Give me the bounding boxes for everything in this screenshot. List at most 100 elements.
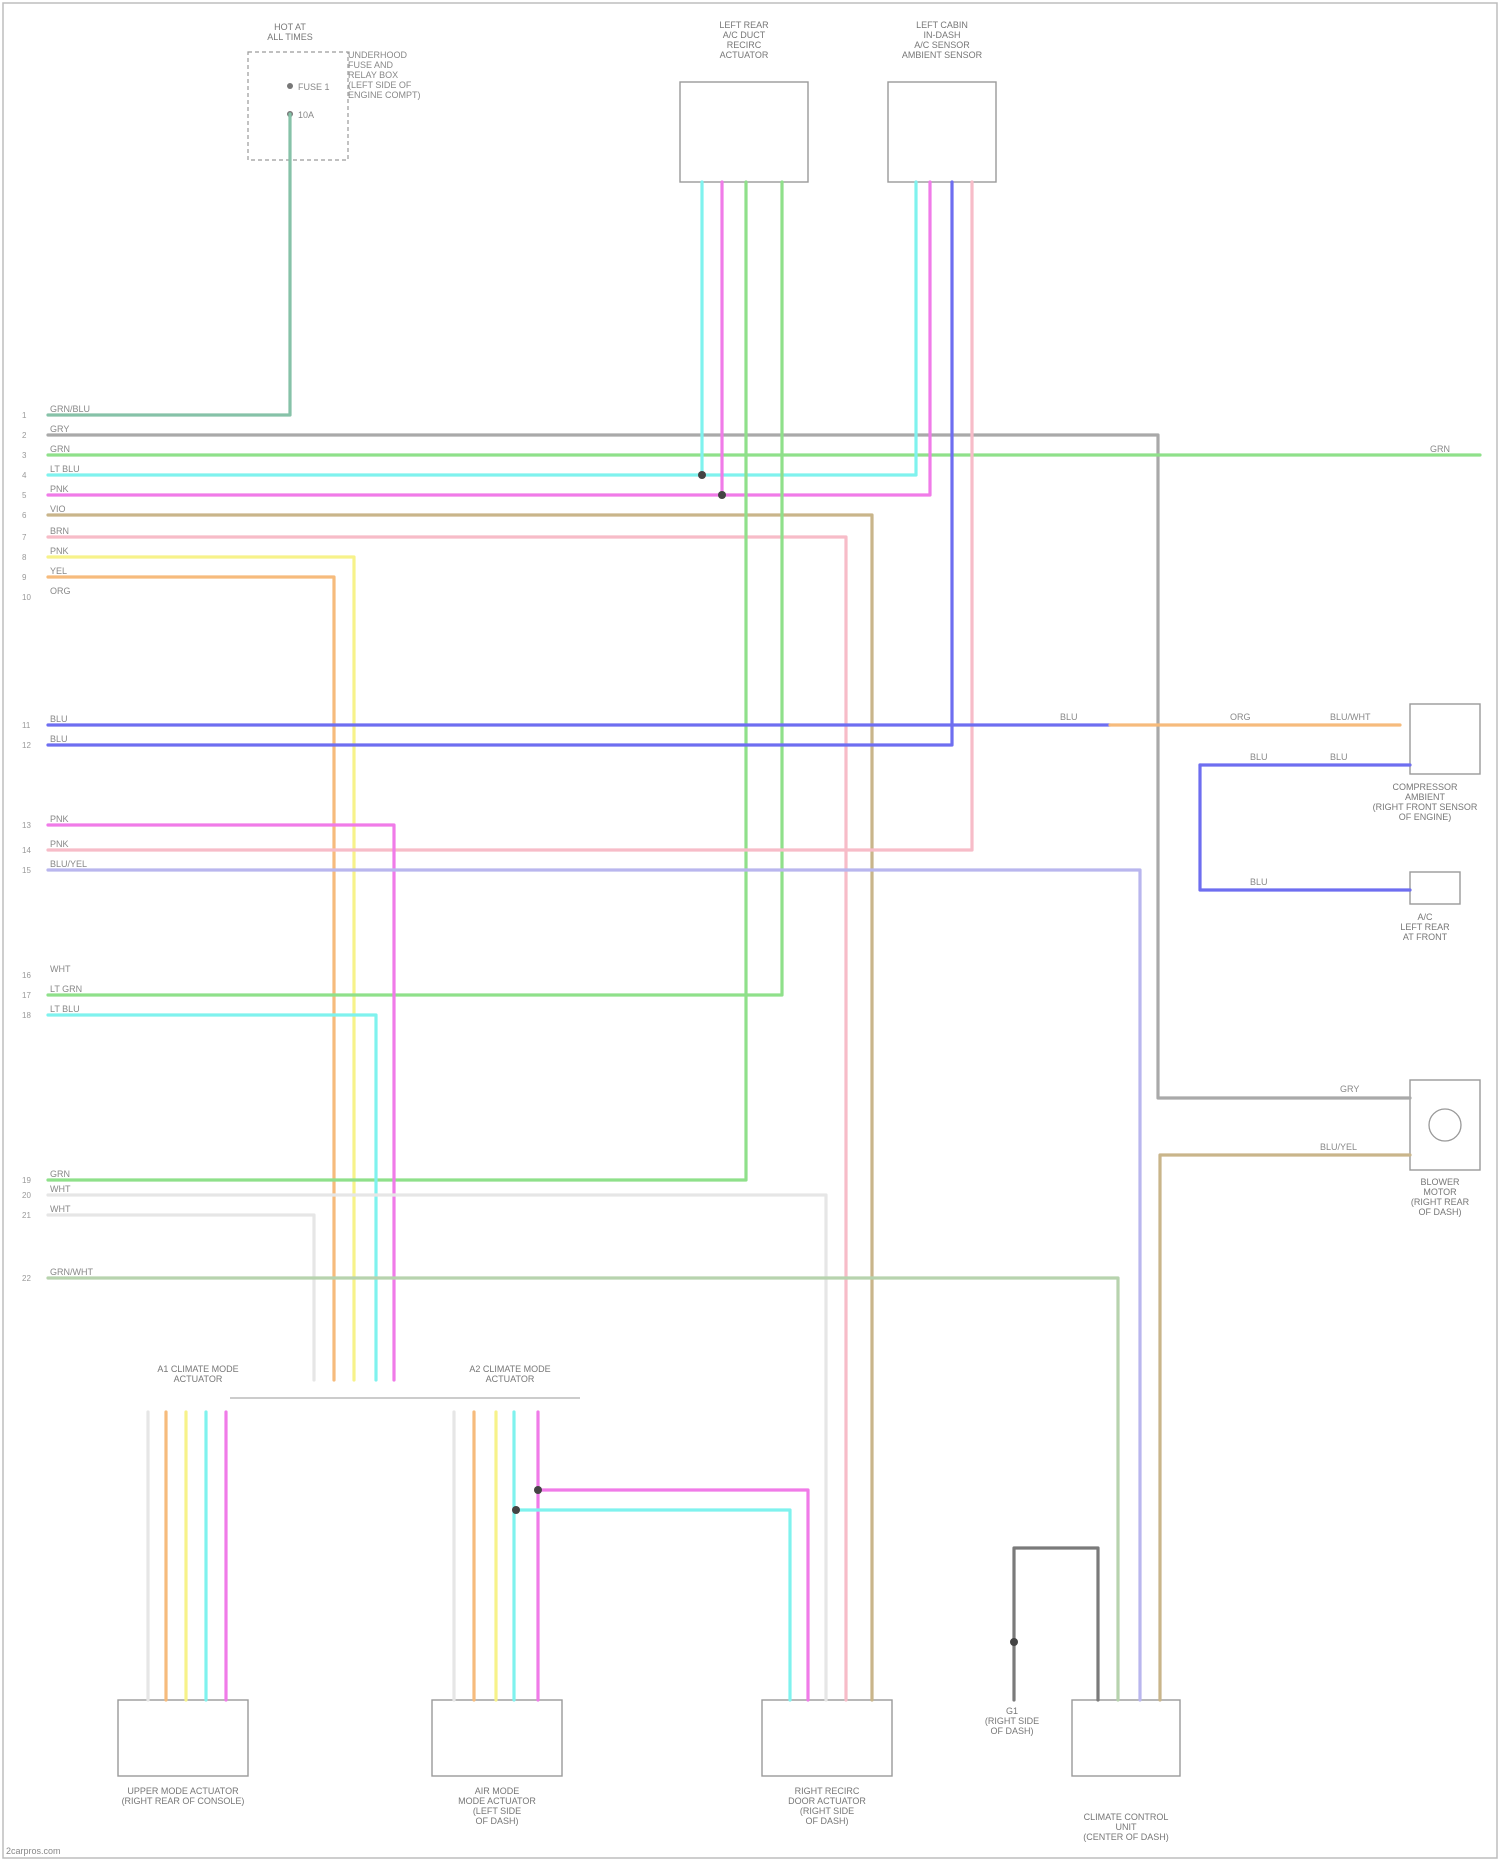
footer-watermark: 2carpros.com [6,1846,61,1856]
component-boxes [118,82,1480,1776]
pin-number: 13 [22,821,31,830]
left-wire-label: LT BLU [50,464,80,474]
pin-number: 18 [22,1011,31,1020]
fuse-label: FUSE 1 [298,82,330,92]
pin-number: 15 [22,866,31,875]
pin-number: 4 [22,471,27,480]
wire-ltblue-mid [48,1015,376,1380]
wire-act2-mag-branch [538,1490,808,1700]
ground-point [1010,1638,1018,1646]
splice-magenta-top [718,491,726,499]
pin-number: 17 [22,991,31,1000]
wire-recirc-green [48,182,746,1180]
left-wire-label: PNK [50,546,69,556]
pin-number: 8 [22,553,27,562]
wire-sensor-blue [48,182,952,745]
left-wire-label: WHT [50,964,71,974]
left-wire-label: BLU [50,734,68,744]
pin-number: 22 [22,1274,31,1283]
compressor-sensor-box [1410,704,1480,774]
upper-mode-actuator-box [118,1700,248,1776]
pin-number: 2 [22,431,27,440]
right-wire-label: BLU/WHT [1330,712,1371,722]
aux-rear-box [1410,872,1460,904]
wire-ltblue-top [48,182,916,475]
wire-blue-right [1200,765,1410,890]
right-wire-label: ORG [1230,712,1251,722]
pin-number: 20 [22,1191,31,1200]
pin-number: 6 [22,511,27,520]
left-wire-label: ORG [50,586,71,596]
component-label-act1: UPPER MODE ACTUATOR(RIGHT REAR OF CONSOL… [122,1786,245,1806]
pin-number: 3 [22,451,27,460]
blower-motor-box [1410,1080,1480,1170]
fuse-box-outline [248,52,348,160]
component-label-control: CLIMATE CONTROLUNIT(CENTER OF DASH) [1083,1812,1169,1842]
wires [48,114,1480,1700]
left-wire-label: VIO [50,504,66,514]
left-wire-label: GRN/BLU [50,404,90,414]
right-wire-label: GRN [1430,444,1450,454]
right-wire-label: BLU [1250,752,1268,762]
pin-number: 11 [22,721,31,730]
ambient-sensor-box [888,82,996,182]
pin-number: 7 [22,533,27,542]
right-wire-label: BLU [1330,752,1348,762]
left-wire-label: GRN/WHT [50,1267,93,1277]
wire-magenta-mid [48,825,394,1380]
left-wire-label: LT BLU [50,1004,80,1014]
pin-number: 5 [22,491,27,500]
air-mode-actuator-box [432,1700,562,1776]
left-wire-label: GRY [50,424,69,434]
pin-number: 14 [22,846,31,855]
right-wire-label: GRY [1340,1084,1359,1094]
left-wire-label: YEL [50,566,67,576]
right-wire-label: BLU/YEL [1320,1142,1357,1152]
wire-white-b [48,1215,314,1380]
right-wire-label: BLU [1250,877,1268,887]
pin-number: 21 [22,1211,31,1220]
wire-magenta-top [48,182,930,495]
recirc-actuator-box [680,82,808,182]
left-wire-label: BLU/YEL [50,859,87,869]
left-wire-label: LT GRN [50,984,82,994]
component-label-blower_r: COMPRESSORAMBIENT(RIGHT FRONT SENSOROF E… [1373,782,1478,822]
fuse-rating: 10A [298,110,314,120]
pin-number: 1 [22,411,27,420]
pin-number: 10 [22,593,31,602]
pin-number: 16 [22,971,31,980]
wire-brown [48,515,872,1700]
pin-number: 12 [22,741,31,750]
climate-control-box [1072,1700,1180,1776]
wire-orange [48,577,334,1380]
wire-fuse-feed [48,114,290,415]
splice-cyan [512,1506,520,1514]
left-wire-label: BRN [50,526,69,536]
fuse-terminal [287,83,293,89]
wire-pink [48,537,846,1700]
left-wire-label: PNK [50,814,69,824]
left-wire-label: GRN [50,1169,70,1179]
pin-number: 9 [22,573,27,582]
left-wire-label: PNK [50,839,69,849]
wire-tan-right [1160,1155,1410,1700]
left-wire-label: WHT [50,1204,71,1214]
left-wire-label: GRN [50,444,70,454]
splice-ltblue [698,471,706,479]
